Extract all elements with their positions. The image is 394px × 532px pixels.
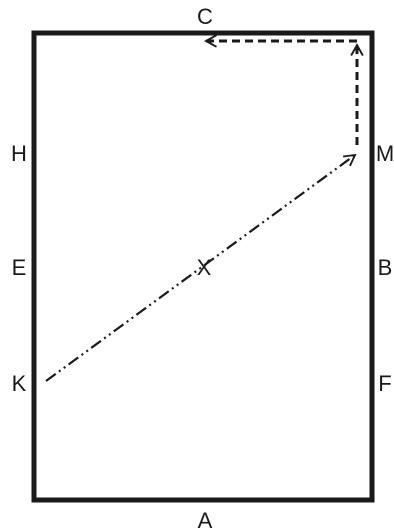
label-e: E	[12, 255, 27, 280]
label-k: K	[12, 371, 27, 396]
room-boundary	[31, 30, 375, 503]
label-f: F	[378, 371, 391, 396]
label-m: M	[376, 141, 394, 166]
label-x: X	[197, 255, 212, 280]
label-h: H	[11, 141, 27, 166]
label-a: A	[198, 508, 213, 532]
path-k-to-m	[45, 153, 357, 382]
label-c: C	[197, 4, 213, 29]
label-b: B	[378, 255, 393, 280]
